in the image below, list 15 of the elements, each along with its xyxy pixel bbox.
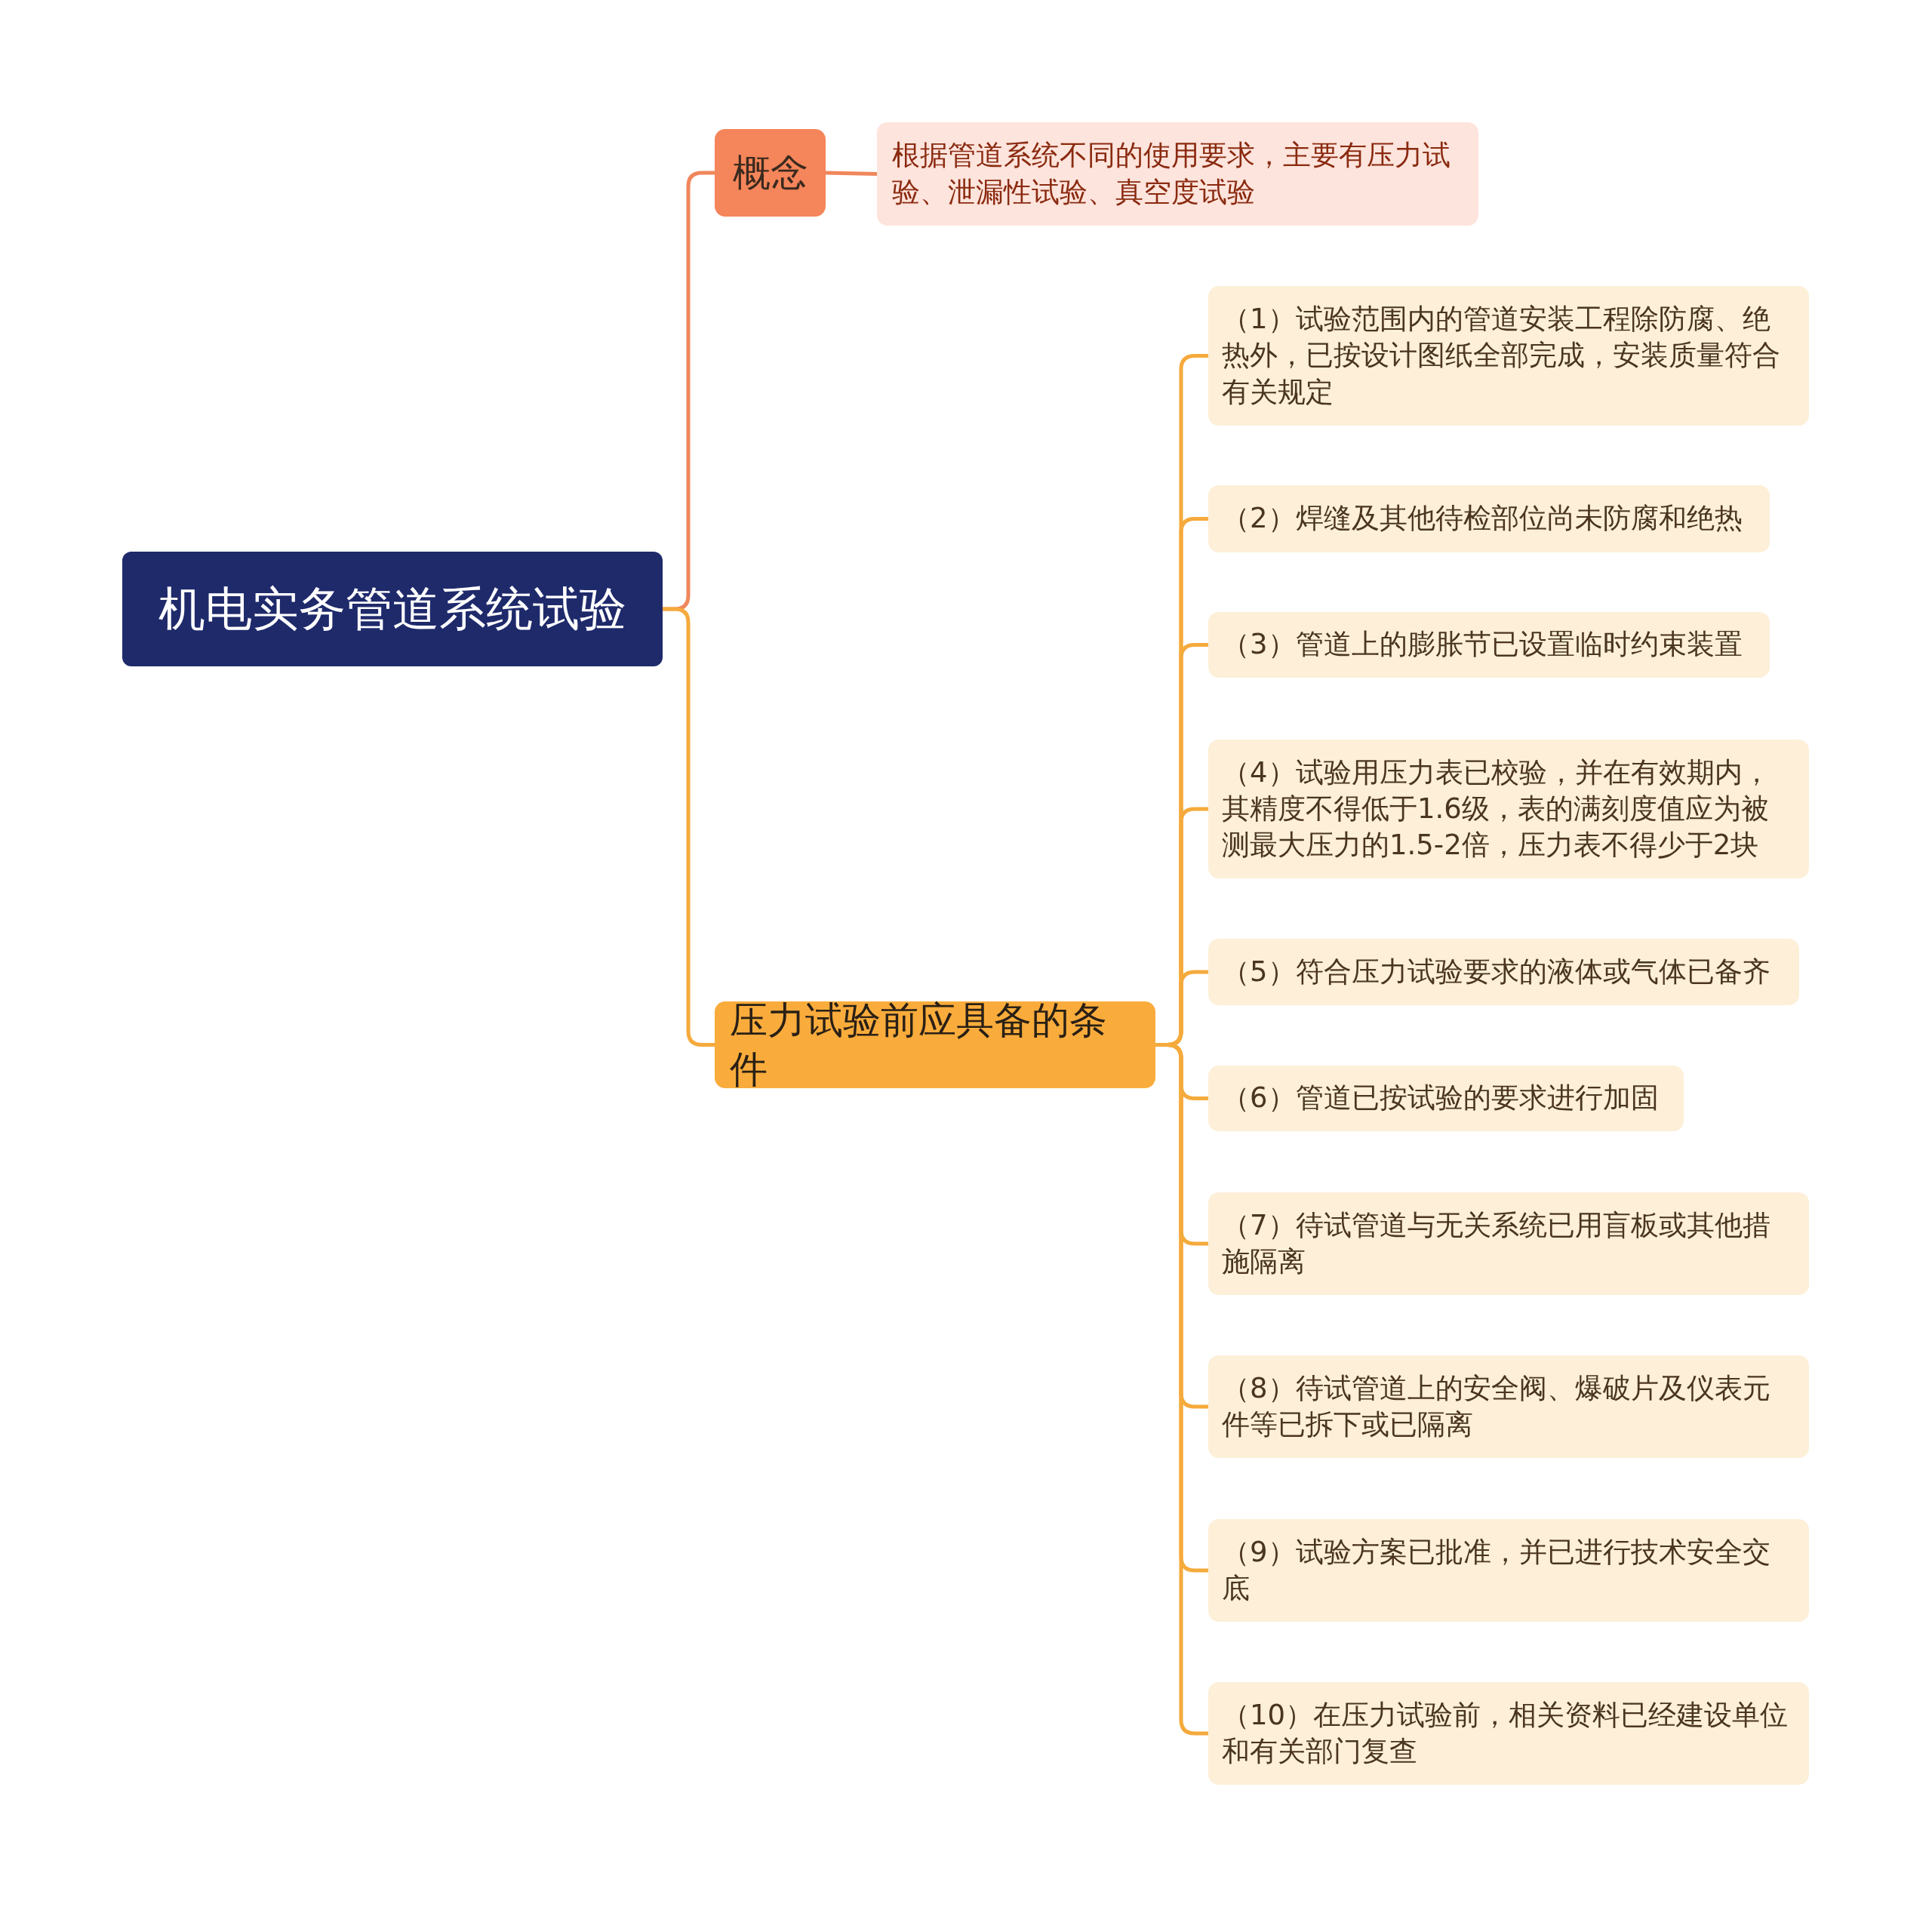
- note-box: 根据管道系统不同的使用要求，主要有压力试验、泄漏性试验、真空度试验: [877, 122, 1478, 226]
- subtopic-box: （7）待试管道与无关系统已用盲板或其他措施隔离: [1208, 1192, 1809, 1295]
- branch-topic: 压力试验前应具备的条件: [715, 1001, 1155, 1088]
- branch-topic: 概念: [715, 129, 826, 217]
- subtopic-box: （8）待试管道上的安全阀、爆破片及仪表元件等已拆下或已隔离: [1208, 1355, 1809, 1458]
- connector: [825, 171, 878, 176]
- subtopic-box: （2）焊缝及其他待检部位尚未防腐和绝热: [1208, 485, 1770, 552]
- subtopic-box: （4）试验用压力表已校验，并在有效期内，其精度不得低于1.6级，表的满刻度值应为被测最大压力的1.5-2倍，压力表不得少于2块: [1208, 740, 1809, 878]
- subtopic-box: （9）试验方案已批准，并已进行技术安全交底: [1208, 1519, 1809, 1622]
- subtopic-box: （5）符合压力试验要求的液体或气体已备齐: [1208, 939, 1799, 1005]
- root-topic: 机电实务管道系统试验: [122, 552, 663, 666]
- subtopic-box: （10）在压力试验前，相关资料已经建设单位和有关部门复查: [1208, 1682, 1809, 1785]
- subtopic-box: （1）试验范围内的管道安装工程除防腐、绝热外，已按设计图纸全部完成，安装质量符合有关规定: [1208, 286, 1809, 426]
- subtopic-box: （3）管道上的膨胀节已设置临时约束装置: [1208, 612, 1770, 678]
- subtopic-box: （6）管道已按试验的要求进行加固: [1208, 1066, 1684, 1131]
